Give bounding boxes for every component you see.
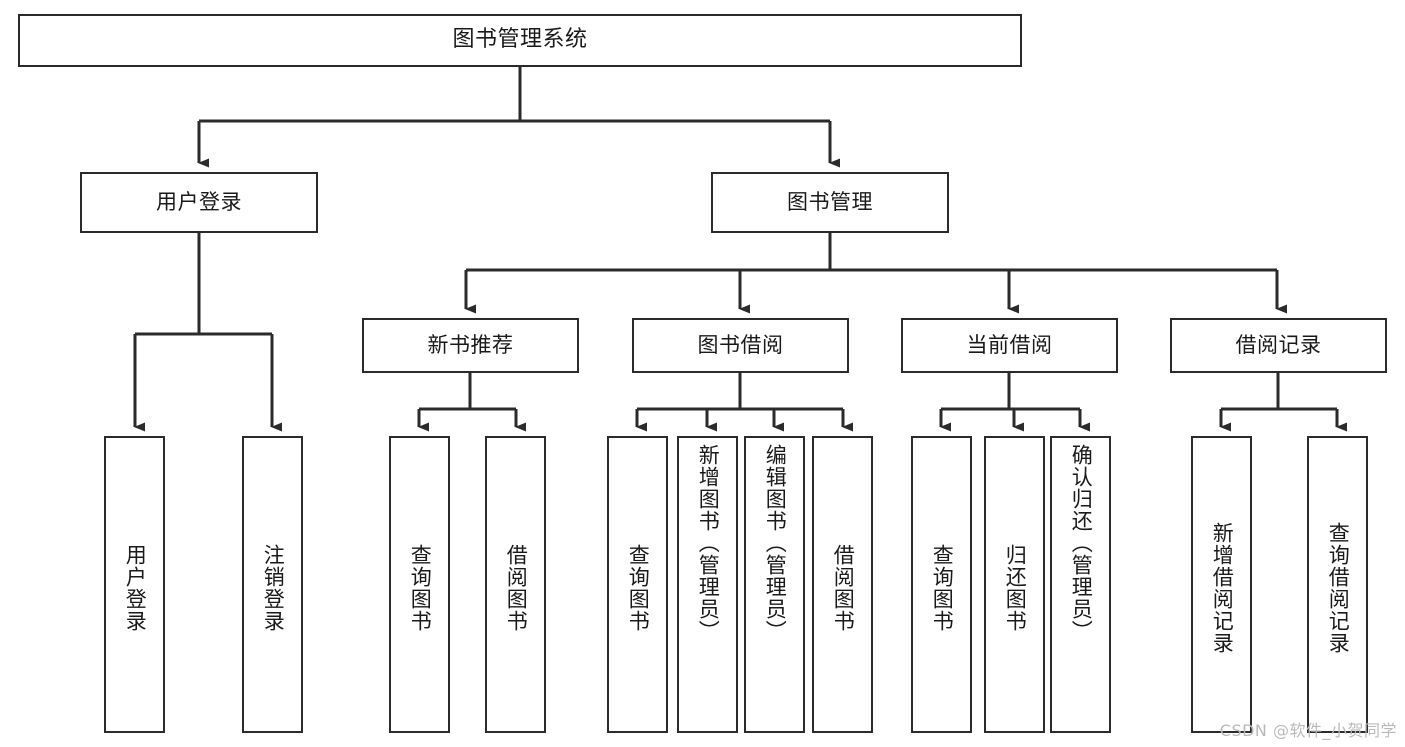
node-leaf-user-logout-label: 注销登录: [261, 543, 286, 632]
node-leaf-add-borrow-record[interactable]: 新增借阅记录: [1191, 436, 1252, 733]
node-leaf-add-borrow-record-label: 新增借阅记录: [1210, 521, 1235, 654]
node-current-borrow-label: 当前借阅: [966, 332, 1053, 357]
node-leaf-borrow-book-rec-label: 借阅图书: [504, 543, 529, 632]
node-leaf-edit-book-admin[interactable]: 编辑图书（管理员）: [744, 436, 805, 733]
node-leaf-user-login[interactable]: 用户登录: [104, 436, 165, 733]
node-borrow-record[interactable]: 借阅记录: [1170, 318, 1387, 373]
node-root-system[interactable]: 图书管理系统: [18, 14, 1022, 67]
node-book-borrow[interactable]: 图书借阅: [632, 318, 849, 373]
node-new-book-rec[interactable]: 新书推荐: [362, 318, 579, 373]
node-leaf-query-book-cur[interactable]: 查询图书: [911, 436, 972, 733]
node-leaf-edit-book-admin-label: 编辑图书（管理员）: [763, 444, 788, 642]
node-leaf-query-book-cur-label: 查询图书: [930, 543, 955, 632]
node-leaf-borrow-book-bor-label: 借阅图书: [831, 543, 856, 632]
node-book-manage[interactable]: 图书管理: [711, 172, 949, 233]
node-borrow-record-label: 借阅记录: [1235, 332, 1322, 357]
node-leaf-add-book-admin-label: 新增图书（管理员）: [696, 444, 721, 642]
node-new-book-rec-label: 新书推荐: [427, 332, 514, 357]
node-leaf-borrow-book-bor[interactable]: 借阅图书: [812, 436, 873, 733]
node-leaf-query-book-bor[interactable]: 查询图书: [607, 436, 668, 733]
node-leaf-query-book-bor-label: 查询图书: [626, 543, 651, 632]
node-leaf-query-borrow-record-label: 查询借阅记录: [1326, 521, 1351, 654]
node-leaf-return-book-label: 归还图书: [1003, 543, 1028, 632]
node-leaf-user-logout[interactable]: 注销登录: [242, 436, 303, 733]
node-book-borrow-label: 图书借阅: [697, 332, 784, 357]
node-root-system-label: 图书管理系统: [452, 27, 588, 53]
node-leaf-confirm-return-admin-label: 确认归还（管理员）: [1069, 444, 1094, 642]
node-leaf-query-borrow-record[interactable]: 查询借阅记录: [1307, 436, 1368, 733]
node-user-login-label: 用户登录: [156, 189, 242, 214]
node-book-manage-label: 图书管理: [787, 189, 873, 214]
node-leaf-confirm-return-admin[interactable]: 确认归还（管理员）: [1050, 436, 1111, 733]
node-user-login[interactable]: 用户登录: [80, 172, 318, 233]
node-leaf-add-book-admin[interactable]: 新增图书（管理员）: [677, 436, 738, 733]
node-leaf-query-book-rec[interactable]: 查询图书: [389, 436, 450, 733]
node-current-borrow[interactable]: 当前借阅: [901, 318, 1118, 373]
node-leaf-borrow-book-rec[interactable]: 借阅图书: [485, 436, 546, 733]
node-leaf-user-login-label: 用户登录: [123, 543, 148, 632]
node-leaf-return-book[interactable]: 归还图书: [984, 436, 1045, 733]
node-leaf-query-book-rec-label: 查询图书: [408, 543, 433, 632]
